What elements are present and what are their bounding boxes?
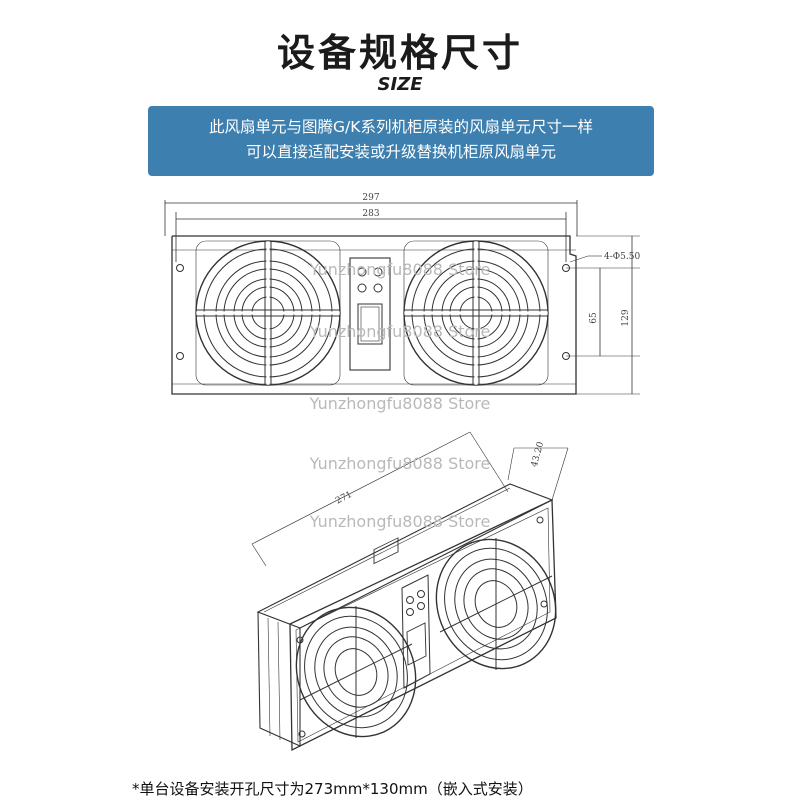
dim-length: 271 (334, 490, 354, 507)
watermark: Yunzhongfu8088 Store (309, 512, 491, 531)
banner-line-2: 可以直接适配安装或升级替换机柜原风扇单元 (245, 143, 556, 161)
watermark: Yunzhongfu8088 Store (309, 394, 491, 413)
info-banner: 此风扇单元与图腾G/K系列机柜原装的风扇单元尺寸一样 可以直接适配安装或升级替换… (148, 106, 654, 176)
front-view (164, 200, 640, 395)
isometric-view (251, 431, 569, 752)
dim-hole-spacing: 283 (362, 209, 379, 219)
dim-hole-diameter: 4-Φ5.50 (604, 252, 640, 262)
page-title: 设备规格尺寸 (276, 31, 523, 75)
page-subtitle: SIZE (377, 74, 423, 95)
dim-hole-vertical: 65 (589, 312, 599, 324)
dim-depth: 43.20 (530, 440, 546, 468)
watermark: Yunzhongfu8088 Store (309, 454, 491, 473)
watermark: Yunzhongfu8088 Store (309, 260, 491, 279)
footnote: *单台设备安装开孔尺寸为273mm*130mm（嵌入式安装） (132, 780, 533, 798)
dim-total-width: 297 (362, 193, 379, 203)
dim-height: 129 (621, 309, 631, 326)
banner-line-1: 此风扇单元与图腾G/K系列机柜原装的风扇单元尺寸一样 (209, 118, 593, 136)
watermark: Yunzhongfu8088 Store (309, 322, 491, 341)
